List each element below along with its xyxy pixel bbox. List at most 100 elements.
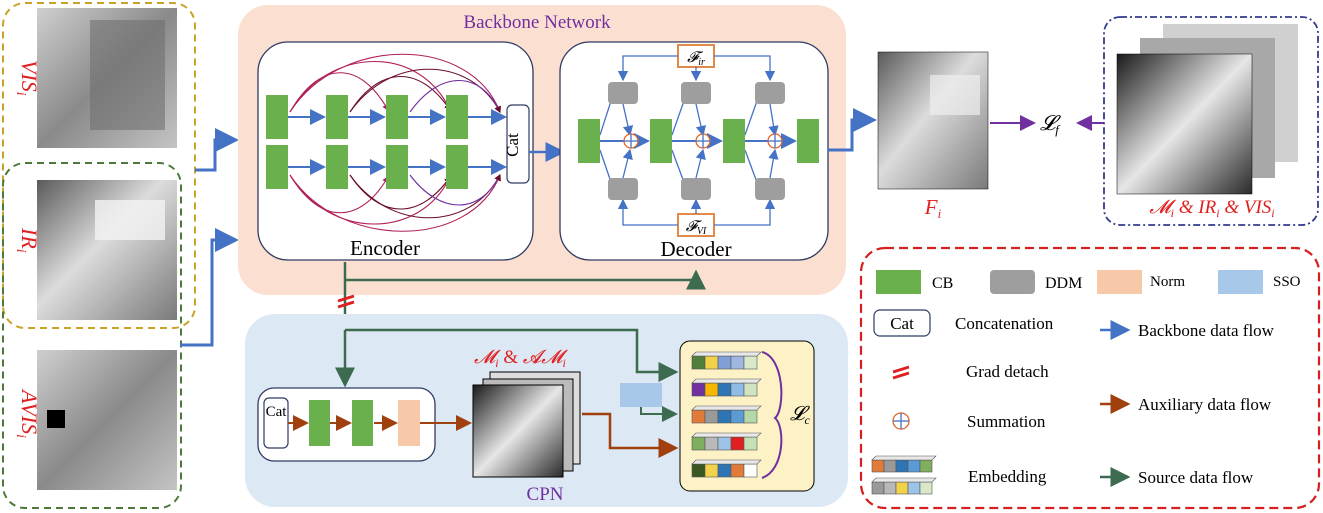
embedding-cell <box>743 436 758 451</box>
embedding-cell <box>730 463 745 478</box>
embedding-cell <box>717 436 732 451</box>
embedding-cell <box>730 355 745 370</box>
legend-concatenation-label: Concatenation <box>955 314 1054 333</box>
decoder-cb-block <box>650 119 672 163</box>
decoder-cb-block <box>723 119 745 163</box>
legend-grad-detach-label: Grad detach <box>966 362 1049 381</box>
fused-image-highlight <box>930 75 980 115</box>
encoder-cat-label: Cat <box>503 133 522 157</box>
fused-image <box>877 51 989 190</box>
mask-image-stack <box>472 371 581 478</box>
ddm-block <box>755 178 785 200</box>
mask-source-image <box>1116 53 1253 195</box>
embedding-cell <box>883 481 897 495</box>
legend-norm-swatch <box>1097 270 1142 294</box>
embedding-cell <box>704 436 719 451</box>
embedding-cell <box>907 459 921 473</box>
embedding-cell-top <box>691 432 762 438</box>
embedding-cell <box>717 382 732 397</box>
embedding-cell <box>895 459 909 473</box>
embedding-cell <box>691 436 706 451</box>
decoder-cb-blocks <box>578 119 819 163</box>
cpn-cb-block <box>352 400 373 446</box>
sso-to-embedding-arrow <box>640 406 678 422</box>
source-flow-to-decoder <box>345 269 706 290</box>
embedding-cell <box>743 382 758 397</box>
legend-summation-icon <box>892 412 910 430</box>
encoder-dense-connections-bottom <box>289 173 502 232</box>
encoder-cb-block <box>386 95 408 139</box>
vis-to-backbone-arrow <box>195 128 239 172</box>
vis-image-car-shape <box>90 20 165 130</box>
ddm-block <box>755 82 785 104</box>
embedding-cell <box>691 355 706 370</box>
legend-summation-label: Summation <box>967 412 1046 431</box>
legend-box <box>859 246 1321 510</box>
legend-cb-swatch <box>876 270 921 294</box>
decoder-cb-block <box>797 119 819 163</box>
embedding-rows <box>691 351 762 478</box>
ir-label: IRi <box>13 227 42 253</box>
embedding-cell <box>691 382 706 397</box>
vis-dashed-group <box>2 2 196 329</box>
legend-sso-label: SSO <box>1273 274 1301 290</box>
embedding-cell-top <box>691 459 762 465</box>
embedding-cell <box>704 382 719 397</box>
embedding-cell <box>743 409 758 424</box>
ir-dashed-group <box>2 162 182 509</box>
legend-backbone-label: Backbone data flow <box>1138 321 1275 340</box>
embedding-cell <box>717 409 732 424</box>
cpn-cb-block <box>309 400 330 446</box>
embedding-cell <box>919 459 933 473</box>
encoder-blocks <box>266 95 468 189</box>
mask-to-embedding-arrow <box>582 412 679 458</box>
embedding-cell <box>691 409 706 424</box>
embedding-cell <box>704 355 719 370</box>
sso-block <box>620 383 662 407</box>
embedding-cell <box>871 459 885 473</box>
decoder-to-output-arrow <box>828 108 877 152</box>
legend-ddm-label: DDM <box>1045 275 1082 292</box>
encoder-cb-block <box>326 95 348 139</box>
embedding-cell <box>883 459 897 473</box>
avis-mask-patch <box>47 410 65 428</box>
encoder-cat-box <box>506 104 530 184</box>
summation-icon <box>767 133 783 149</box>
embedding-cell <box>919 481 933 495</box>
mask-image <box>472 384 564 478</box>
embedding-cell <box>730 436 745 451</box>
embedding-cell <box>871 481 885 495</box>
legend-embedding-label: Embedding <box>968 467 1047 486</box>
cpn-norm-block <box>398 400 420 446</box>
embedding-cell <box>691 463 706 478</box>
avis-label: AVISi <box>13 388 42 438</box>
decoder-feature-routing <box>599 55 779 226</box>
source-images-group <box>1103 16 1319 226</box>
legend-ddm-swatch <box>990 270 1035 294</box>
source-label: 𝓜i & IRi & VISi <box>1149 197 1274 220</box>
embedding-cell-top <box>691 351 762 357</box>
grad-detach-icon <box>337 294 355 309</box>
embedding-cell <box>907 481 921 495</box>
embedding-cell <box>730 382 745 397</box>
decoder-ddm-blocks <box>608 82 785 200</box>
source-flow-to-embedding-overlay <box>345 328 679 382</box>
embedding-cell <box>717 355 732 370</box>
ddm-block <box>681 82 711 104</box>
ir-image-highlight <box>95 200 165 240</box>
ir-to-backbone-arrow <box>180 228 239 347</box>
summation-icon <box>695 133 711 149</box>
encoder-dense-connections-top <box>289 53 502 114</box>
encoder-cb-block <box>266 95 288 139</box>
loss-f-label: 𝓛f <box>1040 111 1061 137</box>
backbone-title: Backbone Network <box>463 12 611 33</box>
embedding-cell-top <box>871 477 937 483</box>
embedding-cell <box>730 409 745 424</box>
embedding-cell <box>704 463 719 478</box>
input-panel: VISi IRi AVISi <box>2 2 196 509</box>
decoder-label: Decoder <box>660 237 731 261</box>
legend-embedding-icon <box>871 455 937 495</box>
embedding-brace <box>761 351 783 479</box>
ddm-block <box>681 178 711 200</box>
